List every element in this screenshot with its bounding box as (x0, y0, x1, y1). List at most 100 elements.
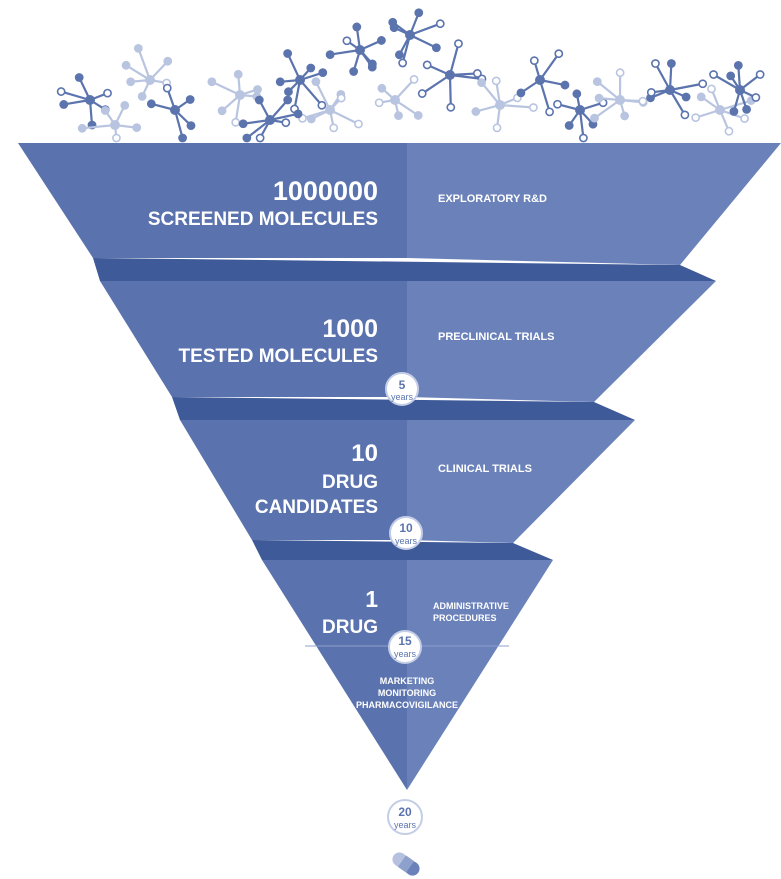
molecule-bond (314, 81, 331, 111)
molecule-atom (317, 100, 327, 110)
molecule-atom (740, 114, 749, 123)
molecule-atom (59, 100, 69, 109)
molecule-hub (325, 105, 335, 115)
molecule-bond (299, 79, 323, 107)
molecule-hub (575, 105, 585, 115)
molecule-atom (666, 59, 676, 68)
tier-2-label-line-1: TESTED MOLECULES (178, 346, 378, 367)
tier-2-left (100, 281, 407, 397)
milestone-15-unit: years (394, 649, 417, 659)
molecule-atom (283, 95, 293, 105)
tier-4-stage-line-2: PROCEDURES (433, 613, 497, 623)
molecule-atom (133, 43, 143, 53)
molecule-hub (665, 85, 675, 95)
tier-1-count: 1000000 (273, 176, 378, 206)
molecule-atom (242, 133, 252, 143)
molecule-atom (374, 98, 384, 108)
capsule-seam (397, 855, 415, 873)
molecule-atom (696, 92, 706, 102)
molecule-atom (112, 133, 121, 143)
molecule-atom (388, 17, 398, 27)
band-connectors (93, 258, 716, 560)
molecule-atom (724, 126, 734, 136)
connector-2 (172, 397, 635, 420)
molecule-atom (491, 76, 501, 86)
molecule-hub (110, 120, 120, 130)
tier-2-count: 1000 (322, 315, 378, 343)
molecule-atom (620, 111, 630, 121)
molecule-atom (564, 121, 574, 130)
tier-2-right (407, 281, 716, 402)
molecule-bond (669, 82, 703, 92)
molecule-atom (77, 123, 87, 133)
molecule-bond (593, 99, 621, 120)
molecule-atom (615, 68, 625, 78)
molecule-atom (707, 84, 716, 94)
molecule-atom (126, 77, 136, 87)
molecule-bond (654, 62, 671, 91)
molecule-atom (751, 93, 761, 102)
molecule-atom (281, 118, 291, 128)
molecule-atom (579, 133, 588, 143)
molecule-hub (445, 70, 455, 80)
molecule-atom (233, 69, 243, 79)
molecule-atom (217, 106, 227, 116)
tier-3-label-line-2: CANDIDATES (255, 497, 378, 518)
molecule-atom (553, 99, 562, 109)
molecule-atom (162, 83, 172, 93)
molecule-atom (255, 133, 265, 143)
molecule-atom (733, 60, 743, 70)
molecule-hub (735, 85, 745, 95)
molecule-hub (295, 75, 305, 85)
tier-3-stage: CLINICAL TRIALS (438, 463, 532, 475)
molecule-atom (325, 50, 335, 59)
molecule-hub (235, 90, 245, 100)
molecule-atom (691, 113, 701, 123)
molecule-atom (163, 56, 173, 66)
molecule-atom (121, 60, 131, 70)
milestone-20-unit: years (394, 820, 417, 830)
molecule-bond (538, 79, 551, 113)
tier-3: 10 DRUG CANDIDATES CLINICAL TRIALS (180, 420, 635, 543)
molecule-atom (342, 36, 352, 46)
molecule-hub (405, 30, 415, 40)
molecule-atom (231, 117, 241, 127)
milestone-5-unit: years (391, 392, 414, 402)
tier-4-label-line-1: DRUG (322, 617, 378, 638)
molecule-bond (409, 22, 441, 37)
molecule-hub (390, 95, 400, 105)
molecule-atom (132, 123, 142, 133)
molecule-hub (85, 95, 95, 105)
milestone-5-circle (385, 372, 419, 406)
milestone-20: 20 years (387, 799, 423, 835)
molecule-atom (726, 71, 736, 81)
tier-3-count: 10 (351, 440, 378, 467)
molecule-atom (545, 107, 554, 117)
molecule-atom (646, 88, 656, 97)
molecule-atom (755, 70, 765, 79)
molecule-atom (472, 69, 482, 78)
molecule-atom (413, 111, 423, 120)
post-stage-line-2: MONITORING (378, 688, 436, 698)
tier-4-count: 1 (365, 586, 378, 612)
molecule-atom (454, 39, 463, 49)
molecule-hub (615, 95, 625, 105)
molecule-atom (529, 56, 539, 66)
molecule-atom (681, 92, 691, 102)
molecule-atom (594, 93, 604, 103)
molecule-atom (638, 96, 648, 106)
molecule-bond (211, 80, 241, 96)
connector-3 (252, 540, 553, 560)
molecule-atom (311, 77, 321, 87)
molecule-hub (265, 115, 275, 125)
molecule-atom (284, 87, 293, 97)
molecule-atom (592, 77, 602, 87)
molecule-atom (336, 93, 346, 103)
molecule-hub (495, 100, 505, 110)
tier-3-left (180, 420, 407, 540)
molecule-bond (60, 90, 91, 102)
tier-4: 1 DRUG ADMINISTRATIVE PROCEDURES MARKETI… (262, 560, 553, 790)
milestone-10: 10 years (389, 516, 423, 550)
molecule-hub (145, 75, 155, 85)
molecule-bond (82, 123, 116, 130)
